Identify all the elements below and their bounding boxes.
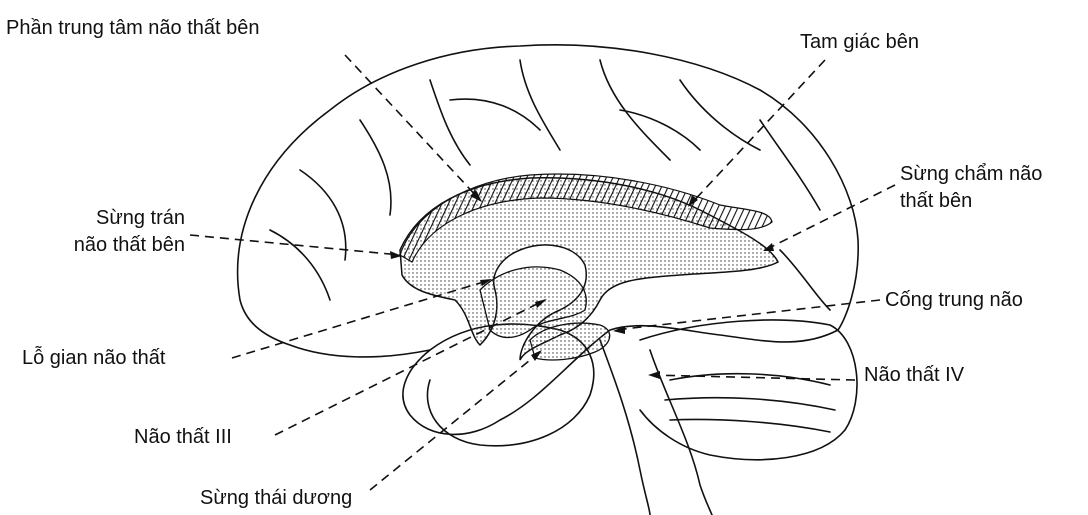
- label-trigone: Tam giác bên: [800, 30, 919, 54]
- label-central-part: Phần trung tâm não thất bên: [6, 16, 260, 40]
- label-aqueduct: Cống trung não: [885, 288, 1023, 312]
- label-interventricular-foramen: Lỗ gian não thất: [22, 346, 165, 370]
- leader-trigone: [690, 60, 825, 205]
- leader-temporal-horn: [370, 352, 540, 490]
- brainstem-outline: [600, 340, 650, 515]
- label-fourth-ventricle: Não thất IV: [864, 363, 964, 387]
- label-frontal-horn-line2: não thất bên: [40, 233, 185, 257]
- label-occipital-horn-line1: Sừng chẩm não: [900, 162, 1042, 186]
- label-frontal-horn-line1: Sừng trán: [40, 206, 185, 230]
- label-occipital-horn-line2: thất bên: [900, 189, 972, 213]
- cerebellum-outline: [640, 320, 857, 460]
- leader-frontal-horn: [190, 235, 400, 255]
- label-temporal-horn: Sừng thái dương: [200, 486, 352, 510]
- leader-occipital-horn: [765, 185, 895, 250]
- label-third-ventricle: Não thất III: [134, 425, 232, 449]
